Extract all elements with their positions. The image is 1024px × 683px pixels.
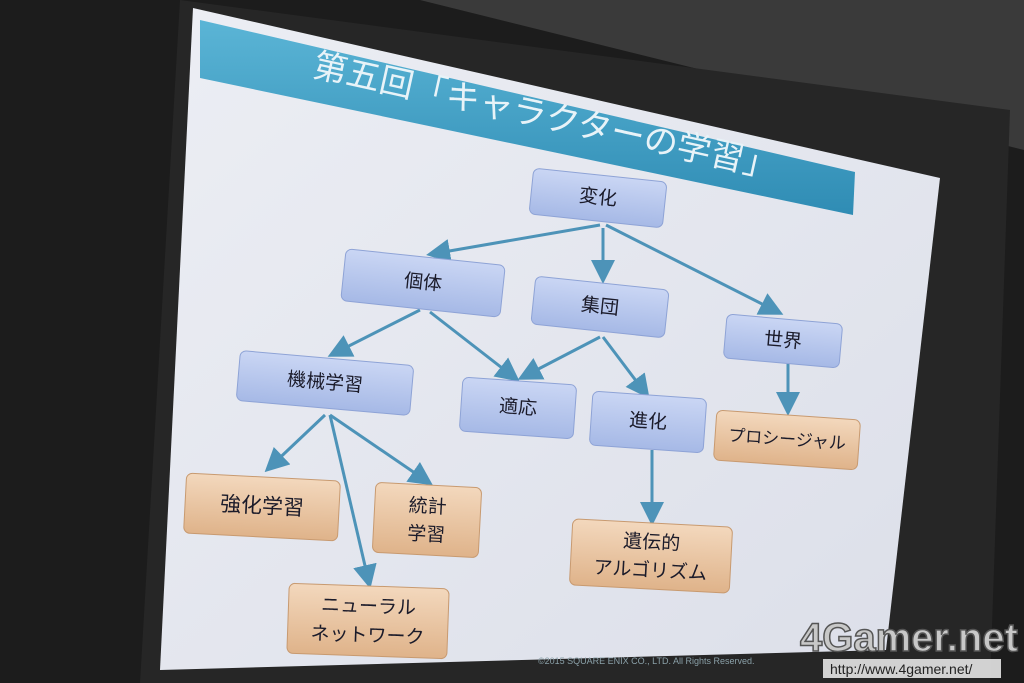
watermark-url-bg — [823, 659, 1001, 678]
svg-text:適応: 適応 — [498, 395, 537, 420]
title-bar — [200, 20, 855, 215]
watermark-url: http://www.4gamer.net/ — [830, 661, 973, 677]
node-statistical-learning: 統計 学習 — [372, 482, 482, 558]
node-evolution: 進化 — [589, 390, 707, 454]
arrow-ml-neural — [328, 414, 377, 589]
svg-text:進化: 進化 — [628, 409, 667, 434]
svg-text:集団: 集団 — [580, 294, 620, 320]
node-adaptation: 適応 — [459, 376, 577, 440]
arrow-ml-reinforcement — [264, 413, 327, 473]
node-machine-learning: 機械学習 — [236, 350, 414, 416]
node-individual: 個体 — [340, 248, 506, 318]
watermark-logo: 4Gamer.net — [800, 616, 1018, 660]
node-neural-network: ニューラル ネットワーク — [286, 582, 450, 660]
svg-text:変化: 変化 — [578, 185, 618, 211]
node-procedural: プロシージャル — [713, 409, 861, 471]
svg-text:遺伝的: 遺伝的 — [623, 530, 681, 555]
svg-text:ネットワーク: ネットワーク — [310, 623, 425, 649]
arrow-change-individual — [426, 223, 601, 263]
node-group: 集団 — [530, 276, 670, 338]
copyright: ©2015 SQUARE ENIX CO., LTD. All Rights R… — [538, 656, 755, 666]
arrow-group-adaptation — [517, 335, 601, 380]
svg-text:統計: 統計 — [408, 495, 447, 519]
svg-text:世界: 世界 — [763, 328, 803, 353]
node-world: 世界 — [723, 314, 843, 368]
arrow-individual-ml — [327, 308, 421, 357]
svg-text:学習: 学習 — [407, 523, 446, 547]
arrow-individual-adaptation — [429, 310, 520, 382]
node-reinforcement-learning: 強化学習 — [183, 472, 341, 542]
node-genetic-algorithm: 遺伝的 アルゴリズム — [569, 518, 733, 594]
svg-text:強化学習: 強化学習 — [219, 492, 304, 520]
arrow-change-world — [605, 223, 784, 315]
arrow-group-evolution — [601, 336, 650, 399]
svg-text:ニューラル: ニューラル — [321, 594, 417, 619]
arrow-ml-statistical — [329, 413, 433, 486]
arrows — [264, 223, 800, 589]
node-change: 変化 — [529, 168, 667, 228]
svg-text:個体: 個体 — [403, 270, 443, 296]
